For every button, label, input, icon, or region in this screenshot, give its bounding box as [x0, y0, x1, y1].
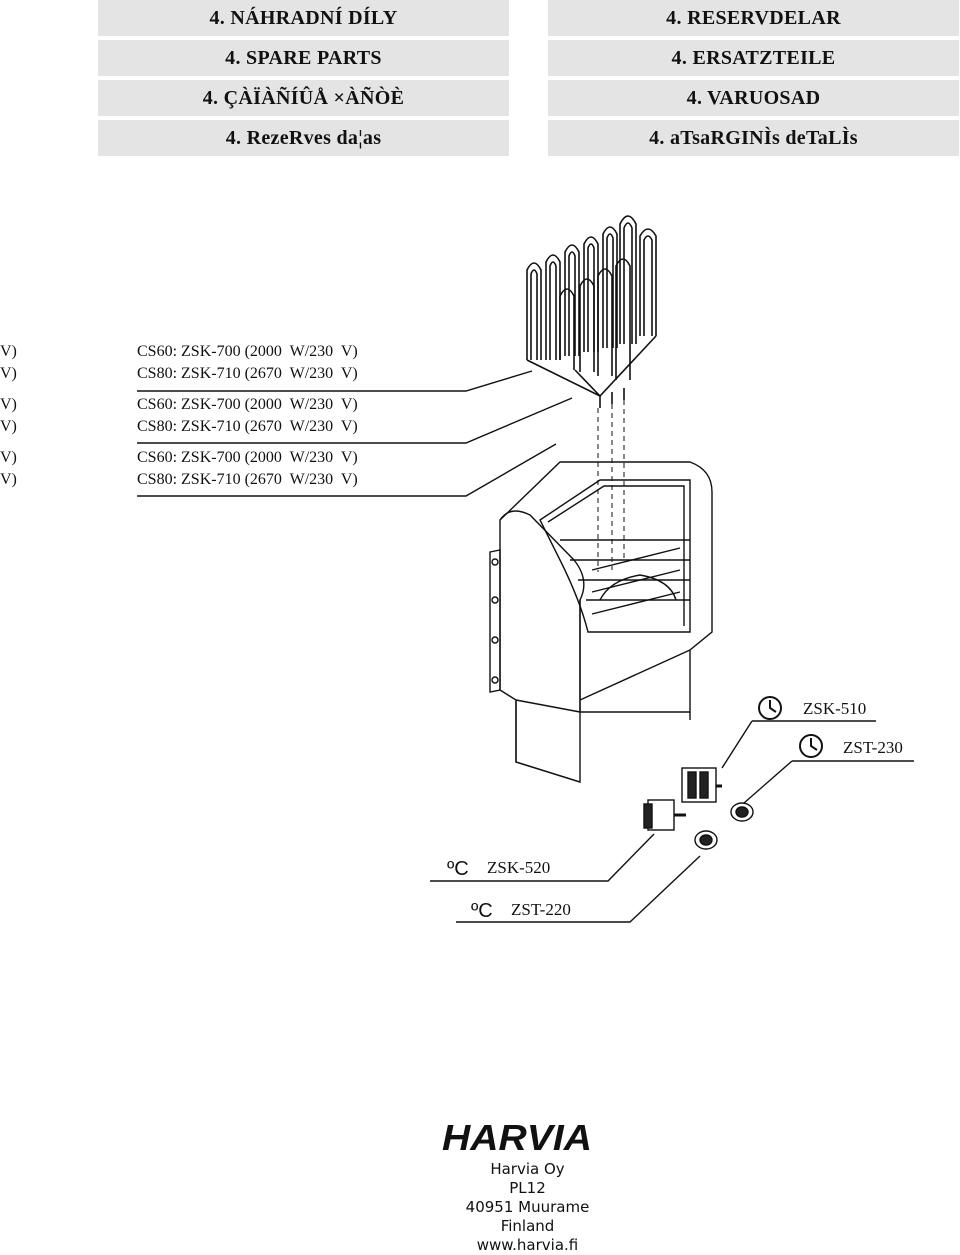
clipped-label: V) — [0, 418, 17, 435]
clock-icon — [799, 734, 823, 758]
heating-element — [526, 215, 657, 408]
clipped-label: V) — [0, 449, 17, 466]
timer-component — [681, 767, 722, 803]
celsius-label: ºC — [471, 900, 493, 922]
title-en: 4. SPARE PARTS — [98, 40, 509, 76]
thermostat-shaft-label: ZST-220 — [511, 900, 571, 919]
wall-bracket — [489, 549, 501, 693]
clipped-label: V) — [0, 471, 17, 488]
title-sv: 4. RESERVDELAR — [548, 0, 959, 36]
logo-text: HARVIA — [442, 1117, 592, 1157]
clock-icon — [758, 696, 782, 720]
title-de: 4. ERSATZTEILE — [548, 40, 959, 76]
postal-address: 40951 Muurame — [465, 1198, 590, 1216]
part-label: CS60: ZSK-700 (2000 W/230 V) — [137, 343, 358, 360]
title-et: 4. VARUOSAD — [548, 80, 959, 116]
clipped-label: V) — [0, 365, 17, 382]
part-label: CS80: ZSK-710 (2670 W/230 V) — [137, 365, 358, 382]
website-link[interactable]: www.harvia.fi — [476, 1236, 579, 1254]
part-label: CS80: ZSK-710 (2670 W/230 V) — [137, 418, 358, 435]
part-label: CS60: ZSK-700 (2000 W/230 V) — [137, 449, 358, 466]
company-name: Harvia Oy — [490, 1160, 565, 1178]
heater-body — [499, 461, 713, 783]
po-box: PL12 — [509, 1179, 546, 1197]
knob-component — [694, 802, 754, 850]
thermostat-component — [643, 799, 686, 831]
part-label: CS60: ZSK-700 (2000 W/230 V) — [137, 396, 358, 413]
part-label: CS80: ZSK-710 (2670 W/230 V) — [137, 471, 358, 488]
title-lv: 4. RezeRves da¦as — [98, 120, 509, 156]
title-lt: 4. aTsaRGINÌs deTaLÌs — [548, 120, 959, 156]
timer-shaft-label: ZST-230 — [843, 738, 903, 757]
title-ru: 4. ÇÀÏÀÑÍÛÅ ×ÀÑÒÈ — [98, 80, 509, 116]
thermostat-part-label: ZSK-520 — [487, 858, 551, 877]
harvia-logo: HARVIA — [442, 1117, 592, 1157]
timer-part-label: ZSK-510 — [803, 699, 867, 718]
clipped-label: V) — [0, 396, 17, 413]
clipped-label: V) — [0, 343, 17, 360]
celsius-label: ºC — [447, 858, 469, 880]
title-cs: 4. NÁHRADNÍ DÍLY — [98, 0, 509, 36]
country: Finland — [500, 1217, 555, 1235]
